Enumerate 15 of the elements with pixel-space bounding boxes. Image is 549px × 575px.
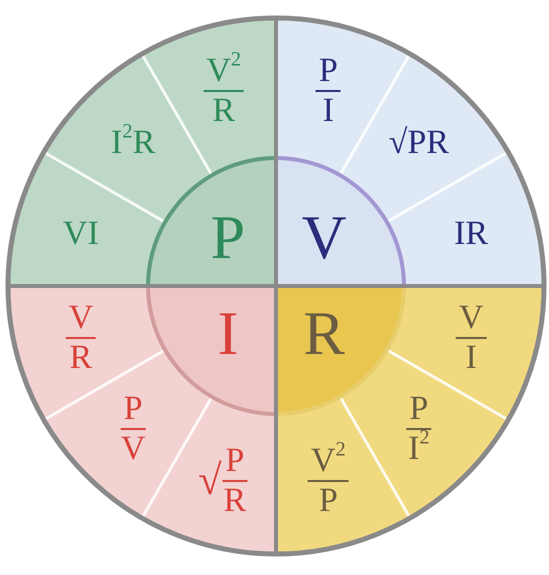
- quantity-letter: P: [210, 206, 246, 269]
- formula-text: I$^{2}$R: [111, 126, 156, 160]
- formula-text: P V: [120, 392, 147, 466]
- formula-text: V$^{2}$ P: [308, 444, 349, 518]
- formula-text: VI: [62, 216, 99, 251]
- formula-text: IR: [454, 216, 488, 251]
- quantity-letter: I: [218, 303, 238, 366]
- quantity-letter: R: [303, 303, 345, 366]
- quantity-letter: V: [302, 206, 346, 269]
- formula-text: V I: [456, 301, 486, 376]
- formula-text: V R: [66, 301, 96, 376]
- formula-text: P I: [316, 54, 341, 128]
- formula-text: V$^{2}$ R: [203, 54, 244, 128]
- formula-text: √PR: [388, 126, 449, 160]
- formula-text: P I$^{2}$: [405, 392, 432, 466]
